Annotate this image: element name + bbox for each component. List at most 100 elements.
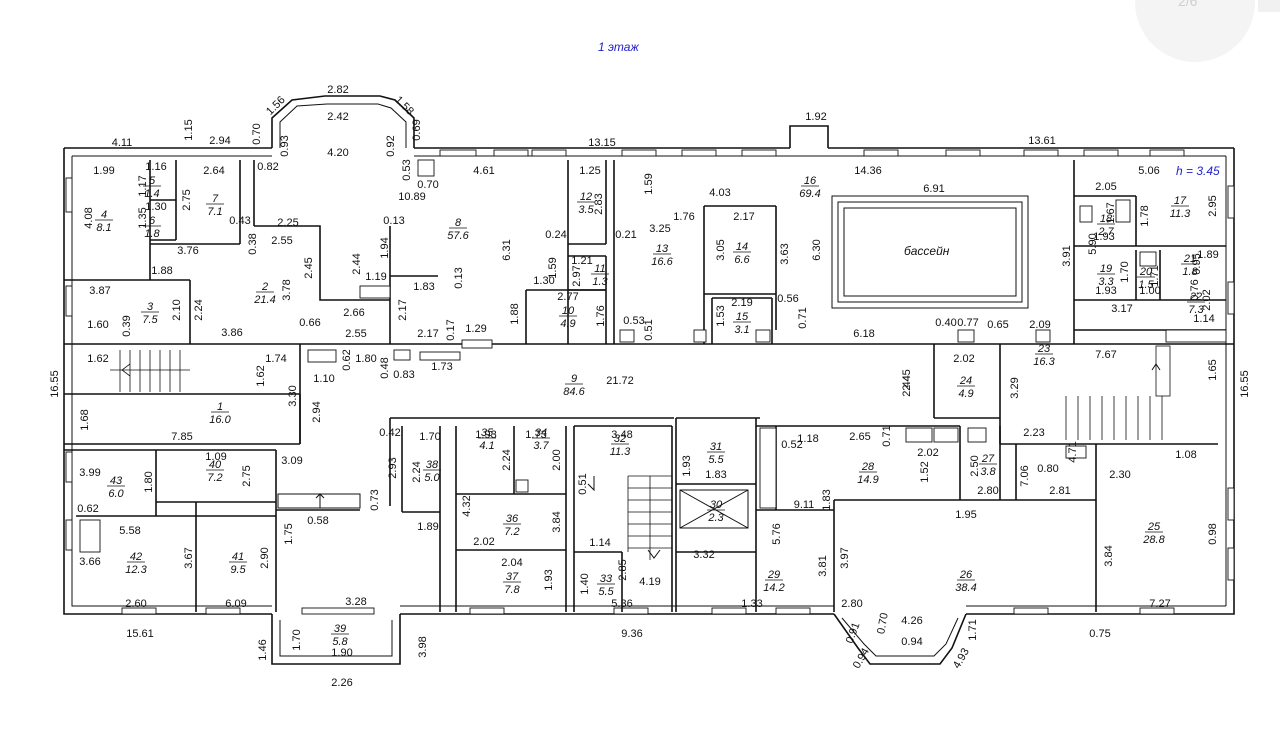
room-area: 57.6 bbox=[447, 230, 469, 242]
room-area: 9.5 bbox=[230, 564, 246, 576]
room-area: 16.6 bbox=[651, 256, 673, 268]
dimension-label: 1.09 bbox=[205, 451, 226, 463]
dimension-label: 1.62 bbox=[87, 353, 108, 365]
dimension-label: 0.58 bbox=[307, 515, 328, 527]
dimension-label: 2.94 bbox=[209, 135, 230, 147]
room-number: 34 bbox=[535, 427, 547, 439]
dimension-label: 1.46 bbox=[257, 639, 269, 660]
dimension-label: 3.81 bbox=[817, 555, 829, 576]
dimension-label: 2.81 bbox=[1049, 485, 1070, 497]
dimension-label: 0.13 bbox=[383, 215, 404, 227]
dimension-label: 0.24 bbox=[545, 229, 566, 241]
dimension-label: 1.93 bbox=[543, 569, 555, 590]
room-area: 28.8 bbox=[1142, 534, 1165, 546]
dimension-label: 3.30 bbox=[287, 385, 299, 406]
dimension-label: 2.45 bbox=[901, 369, 913, 390]
dimension-label: 0.62 bbox=[341, 349, 353, 370]
room-number: 25 bbox=[1147, 521, 1161, 533]
dimension-label: 3.63 bbox=[779, 243, 791, 264]
dimension-label: 1.17 bbox=[137, 175, 149, 196]
dimension-label: 4.71 bbox=[1067, 441, 1079, 462]
dimension-label: 1.93 bbox=[681, 455, 693, 476]
room-number: 38 bbox=[426, 459, 439, 471]
room-area: 2.7 bbox=[1097, 226, 1114, 238]
room-area: 69.4 bbox=[799, 188, 820, 200]
dimension-label: 4.26 bbox=[901, 615, 922, 627]
dimension-label: 6.18 bbox=[853, 328, 874, 340]
dimension-label: 0.92 bbox=[385, 135, 397, 156]
dimension-label: 0.13 bbox=[453, 267, 465, 288]
windows bbox=[65, 149, 1235, 615]
dimension-label: 3.91 bbox=[1061, 245, 1073, 266]
dimension-label: 0.71 bbox=[797, 307, 809, 328]
dimension-label: 0.71 bbox=[881, 425, 893, 446]
room-area: 38.4 bbox=[955, 582, 976, 594]
room-number: 1 bbox=[217, 401, 223, 413]
room-area: 2.3 bbox=[707, 512, 724, 524]
dimension-label: 2.80 bbox=[977, 485, 998, 497]
dimension-label: 1.08 bbox=[1175, 449, 1196, 461]
dimension-label: 1.15 bbox=[183, 119, 195, 140]
room-area: 1.4 bbox=[144, 188, 159, 200]
room-number: 2 bbox=[261, 281, 268, 293]
room-number: 23 bbox=[1037, 343, 1051, 355]
dimension-label: 1.29 bbox=[465, 323, 486, 335]
dimension-label: 0.51 bbox=[577, 473, 589, 494]
dimension-label: 4.03 bbox=[709, 187, 730, 199]
dimension-label: 0.76 bbox=[1189, 279, 1201, 300]
dimension-label: 0.73 bbox=[369, 489, 381, 510]
dimension-label: 3.86 bbox=[221, 327, 242, 339]
room-area: 3.1 bbox=[734, 324, 749, 336]
dimension-label: 10.89 bbox=[398, 191, 426, 203]
room-number: 17 bbox=[1174, 195, 1187, 207]
dimension-label: 4.20 bbox=[327, 147, 348, 159]
dimension-label: 1.16 bbox=[145, 161, 166, 173]
dimension-label: 6.09 bbox=[225, 598, 246, 610]
room-number: 29 bbox=[767, 569, 780, 581]
dimension-label: 0.42 bbox=[379, 427, 400, 439]
room-area: 3.3 bbox=[1098, 276, 1114, 288]
dimension-label: 2.17 bbox=[417, 328, 438, 340]
interior-walls bbox=[64, 160, 1234, 612]
dimension-label: 0.82 bbox=[257, 161, 278, 173]
room-number: 9 bbox=[571, 373, 577, 385]
dimension-label: 3.99 bbox=[79, 467, 100, 479]
room-area: 21.4 bbox=[253, 294, 275, 306]
fixtures bbox=[79, 159, 1227, 553]
dimension-label: 4.93 bbox=[951, 646, 972, 671]
dimension-label: 5.90 bbox=[1087, 233, 1099, 254]
dimension-label: 3.32 bbox=[693, 549, 714, 561]
dimension-label: 3.87 bbox=[89, 285, 110, 297]
room-number: 8 bbox=[455, 217, 462, 229]
dimension-label: 1.56 bbox=[264, 94, 288, 118]
dimension-label: 1.88 bbox=[151, 265, 172, 277]
dimension-label: 3.66 bbox=[79, 556, 100, 568]
dimension-label: 0.80 bbox=[1037, 463, 1058, 475]
room-number: 13 bbox=[656, 243, 669, 255]
dimension-label: 2.02 bbox=[1201, 289, 1213, 310]
room-number: 26 bbox=[959, 569, 973, 581]
dimension-label: 7.85 bbox=[171, 431, 192, 443]
dimension-label: 0.75 bbox=[1089, 628, 1110, 640]
height-note: h = 3.45 bbox=[1176, 164, 1220, 178]
room-area: 7.8 bbox=[504, 584, 520, 596]
room-number: 30 bbox=[710, 499, 723, 511]
room-number: 24 bbox=[959, 375, 972, 387]
room-number: 4 bbox=[101, 209, 107, 221]
dimension-label: 2.93 bbox=[387, 457, 399, 478]
dimension-label: 1.93 bbox=[475, 429, 496, 441]
room-area: 6.6 bbox=[734, 254, 750, 266]
dimension-label: 2.55 bbox=[271, 235, 292, 247]
room-area: 1.8 bbox=[144, 228, 160, 240]
dimension-label: 3.78 bbox=[281, 279, 293, 300]
room-number: 6 bbox=[149, 215, 156, 227]
dimension-label: 1.18 bbox=[797, 433, 818, 445]
dimension-label: 16.55 bbox=[1239, 370, 1251, 398]
dimension-label: 5.06 bbox=[1138, 165, 1159, 177]
dimension-label: 0.77 bbox=[957, 317, 978, 329]
dimension-label: 1.93 bbox=[1095, 285, 1116, 297]
room-area: 1.5 bbox=[1138, 279, 1154, 291]
dimension-label: 1.30 bbox=[533, 275, 554, 287]
